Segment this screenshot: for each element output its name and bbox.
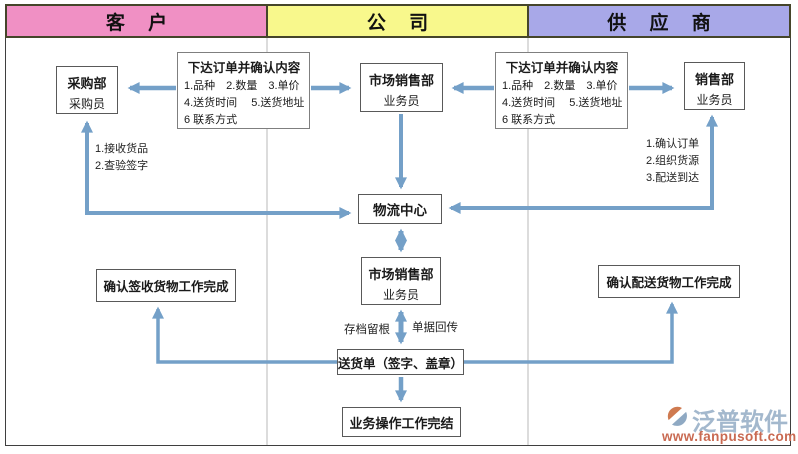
fanpu-logo-icon (667, 406, 687, 426)
sales-dept-top-title: 市场销售部 (368, 73, 434, 88)
header-customer: 客 户 (5, 4, 268, 38)
order-left-line-3: 6 联系方式 (184, 114, 238, 126)
supplier-sales-role: 业务员 (696, 93, 733, 107)
sales-dept-mid-role: 业务员 (382, 288, 419, 302)
customer-step-2: 2.查验签字 (95, 160, 149, 172)
header-supplier-label: 供 应 商 (607, 12, 720, 34)
purchase-dept-box: 采购部 采购员 (56, 66, 118, 114)
purchase-dept-title: 采购部 (67, 76, 107, 91)
order-left-line-2: 4.送货时间 5.送货地址 (184, 97, 305, 109)
supplier-steps-label: 1.确认订单 2.组织货源 3.配送到达 (646, 136, 699, 187)
sales-dept-top-box: 市场销售部 业务员 (360, 63, 443, 112)
sales-dept-mid-title: 市场销售部 (368, 267, 434, 282)
supplier-step-1: 1.确认订单 (646, 138, 700, 150)
order-right-line-2: 4.送货时间 5.送货地址 (502, 97, 623, 109)
confirm-receive-label: 确认签收货物工作完成 (103, 280, 229, 294)
purchase-dept-role: 采购员 (68, 97, 105, 111)
order-box-right-title: 下达订单并确认内容 (505, 61, 619, 75)
supplier-sales-title: 销售部 (694, 72, 734, 87)
header-supplier: 供 应 商 (527, 4, 791, 38)
header-customer-label: 客 户 (105, 12, 177, 34)
delivery-note-label: 送货单（签字、盖章） (338, 356, 464, 371)
delivery-note-box: 送货单（签字、盖章） (337, 349, 464, 375)
order-box-left: 下达订单并确认内容 1.品种 2.数量 3.单价 4.送货时间 5.送货地址 6… (177, 52, 310, 129)
lane-divider-right (527, 38, 529, 445)
supplier-step-3: 3.配送到达 (646, 172, 700, 184)
work-complete-box: 业务操作工作完结 (342, 407, 461, 437)
customer-step-1: 1.接收货品 (95, 143, 149, 155)
customer-steps-label: 1.接收货品 2.查验签字 (95, 141, 148, 175)
order-left-line-1: 1.品种 2.数量 3.单价 (184, 80, 300, 92)
doc-return-label: 单据回传 (412, 322, 458, 334)
logistics-center-box: 物流中心 (358, 194, 442, 224)
archive-copy-label: 存档留根 (344, 324, 390, 336)
order-right-line-3: 6 联系方式 (502, 114, 556, 126)
order-box-right: 下达订单并确认内容 1.品种 2.数量 3.单价 4.送货时间 5.送货地址 6… (495, 52, 628, 129)
header-company: 公 司 (266, 4, 529, 38)
watermark: 泛普软件 www.fanpusoft.com (662, 402, 797, 448)
order-box-left-title: 下达订单并确认内容 (187, 61, 301, 75)
confirm-receive-box: 确认签收货物工作完成 (96, 269, 236, 302)
logistics-center-title: 物流中心 (373, 203, 427, 218)
supplier-sales-box: 销售部 业务员 (684, 62, 745, 110)
watermark-url: www.fanpusoft.com (662, 429, 797, 444)
sales-dept-mid-box: 市场销售部 业务员 (361, 257, 441, 305)
work-complete-label: 业务操作工作完结 (349, 415, 454, 431)
watermark-brand: 泛普软件 (692, 409, 788, 436)
confirm-deliver-box: 确认配送货物工作完成 (598, 265, 740, 298)
supplier-step-2: 2.组织货源 (646, 155, 700, 167)
header-company-label: 公 司 (366, 12, 438, 34)
confirm-deliver-label: 确认配送货物工作完成 (606, 276, 732, 290)
lane-divider-left (266, 38, 268, 445)
order-right-line-1: 1.品种 2.数量 3.单价 (502, 80, 618, 92)
sales-dept-top-role: 业务员 (383, 94, 420, 108)
